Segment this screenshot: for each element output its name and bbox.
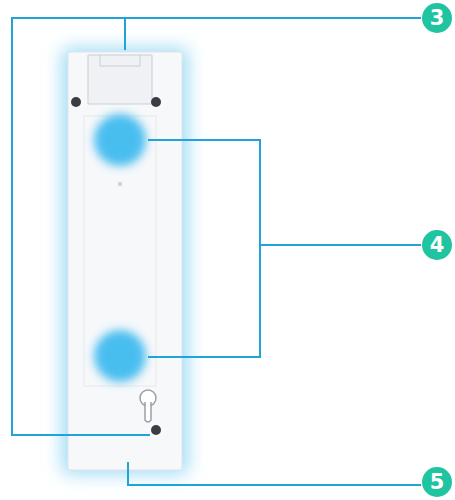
blue-pad (94, 114, 146, 166)
callout-number: 4 (422, 230, 452, 260)
leader-line (260, 244, 421, 246)
callout-number: 5 (422, 467, 452, 497)
screw (151, 97, 161, 107)
screw (151, 425, 161, 435)
callout-number: 3 (422, 3, 452, 33)
tab-notch (100, 55, 140, 66)
dot (118, 182, 122, 186)
leader-line (12, 18, 421, 435)
device-glow (62, 48, 188, 474)
keyhole-slot (145, 402, 151, 422)
blue-pad (94, 330, 146, 382)
screw (71, 97, 81, 107)
leader-line (128, 462, 421, 485)
leader-line (124, 18, 126, 50)
mount-tab (88, 55, 152, 104)
device-body (68, 52, 182, 470)
leader-line (148, 140, 260, 357)
